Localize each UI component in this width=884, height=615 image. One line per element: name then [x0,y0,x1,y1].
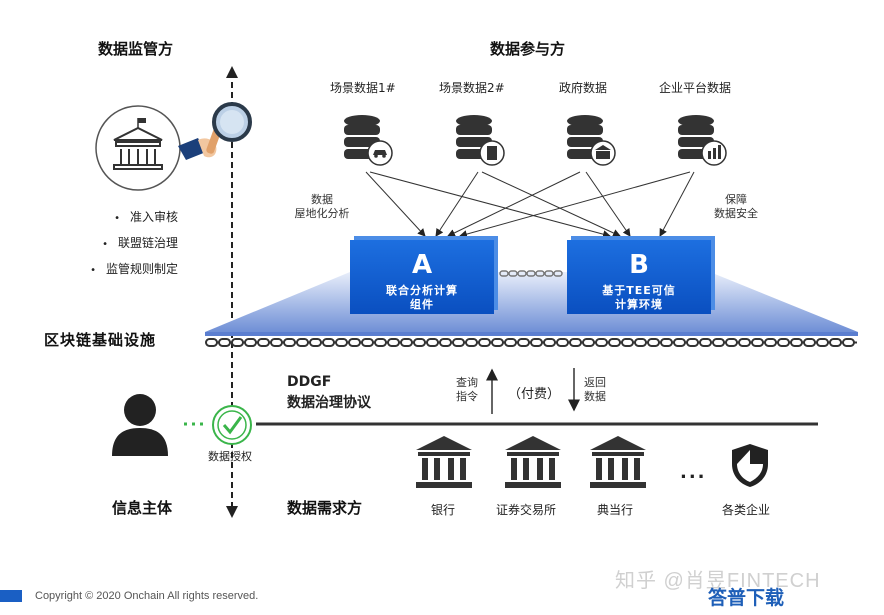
chain-link [452,338,465,347]
bank-icon [590,436,646,488]
chain-link [803,338,816,347]
source-label: 场景数据2# [439,81,505,95]
chain-link [647,338,660,347]
chain-link [296,338,309,347]
chain-link [686,338,699,347]
chain-link [491,338,504,347]
chain-link [634,338,647,347]
chain-link [829,338,842,347]
chain-link [673,338,686,347]
chain-link [660,338,673,347]
chain-link [374,338,387,347]
database-chart-icon [678,115,727,166]
source-label: 企业平台数据 [659,81,732,95]
chain-link [543,338,556,347]
link-chain [499,270,563,277]
bank-icon [505,436,561,488]
chain-link [712,338,725,347]
org-label: 典当行 [597,503,634,517]
source-label: 政府数据 [559,81,608,95]
chain-link [504,338,517,347]
chain-link [608,338,621,347]
chain-link [777,338,790,347]
more-ellipsis: ... [680,462,707,483]
chain-link [400,338,413,347]
chain-link [764,338,777,347]
chain-link [725,338,738,347]
chain-link [738,338,751,347]
chain-link [361,338,374,347]
protocol-title: DDGF [287,374,332,390]
chain-link [283,338,296,347]
chain-link [348,338,361,347]
chain-link [478,338,491,347]
component-b-box: B 基于TEE可信计算环境 [567,240,711,314]
chain-link [387,338,400,347]
check-auth-icon [212,405,252,445]
database-car-icon [344,115,393,166]
source-label: 场景数据1# [330,81,396,95]
chain-link [582,338,595,347]
database-building-icon [456,115,505,166]
blockchain-label: 区块链基础设施 [44,331,157,349]
chain-link [530,338,543,347]
chain-link [270,338,283,347]
auth-label: 数据授权 [208,450,252,463]
chain-link [205,338,218,347]
bullet-item: 准入审核 [70,205,178,231]
chain-link [699,338,712,347]
fee-label: （付费） [508,387,561,402]
magnifier-hand-icon [178,102,252,160]
footer-accent-bar [0,590,22,602]
platform-shape [205,272,858,332]
chain-link [621,338,634,347]
government-building-icon [95,105,181,191]
chain-link [218,338,231,347]
demand-title: 数据需求方 [287,499,363,517]
chain-link [569,338,582,347]
return-label: 返回 数据 [584,376,606,403]
watermark-text: 知乎 @肖昱FINTECH [615,570,821,592]
org-label: 证券交易所 [496,503,557,517]
bullet-item: 监管规则制定 [70,257,178,283]
chain-link [595,338,608,347]
regulator-title: 数据监管方 [98,40,174,58]
right-note: 保障 数据安全 [714,193,758,220]
chain-link [257,338,270,347]
chain-link [842,338,855,347]
left-note: 数据 屋地化分析 [294,193,350,220]
chain-link [517,338,530,347]
chain-link [465,338,478,347]
org-label: 银行 [431,503,456,517]
chain-link [426,338,439,347]
shield-icon [732,444,768,487]
bank-icon [416,436,472,488]
chain-link [231,338,244,347]
watermark-logo-text: 答普下载 [708,588,785,609]
person-icon [112,394,168,456]
chain-link [790,338,803,347]
chain-link [439,338,452,347]
chain-link [244,338,257,347]
chain-link [322,338,335,347]
regulator-bullets: 准入审核 联盟链治理 监管规则制定 [70,205,178,283]
chain-link [309,338,322,347]
blockchain-chain [205,338,857,347]
chain-link [751,338,764,347]
chain-link [413,338,426,347]
org-label: 各类企业 [722,503,771,517]
protocol-subtitle: 数据治理协议 [287,395,371,411]
participants-title: 数据参与方 [490,40,566,58]
copyright-text: Copyright © 2020 Onchain All rights rese… [35,590,259,602]
query-label: 查询 指令 [456,376,478,403]
chain-link [335,338,348,347]
database-bank-icon [567,115,616,166]
component-a-box: A 联合分析计算组件 [350,240,494,314]
subject-title: 信息主体 [112,499,173,517]
chain-link [556,338,569,347]
bullet-item: 联盟链治理 [70,231,178,257]
chain-link [816,338,829,347]
